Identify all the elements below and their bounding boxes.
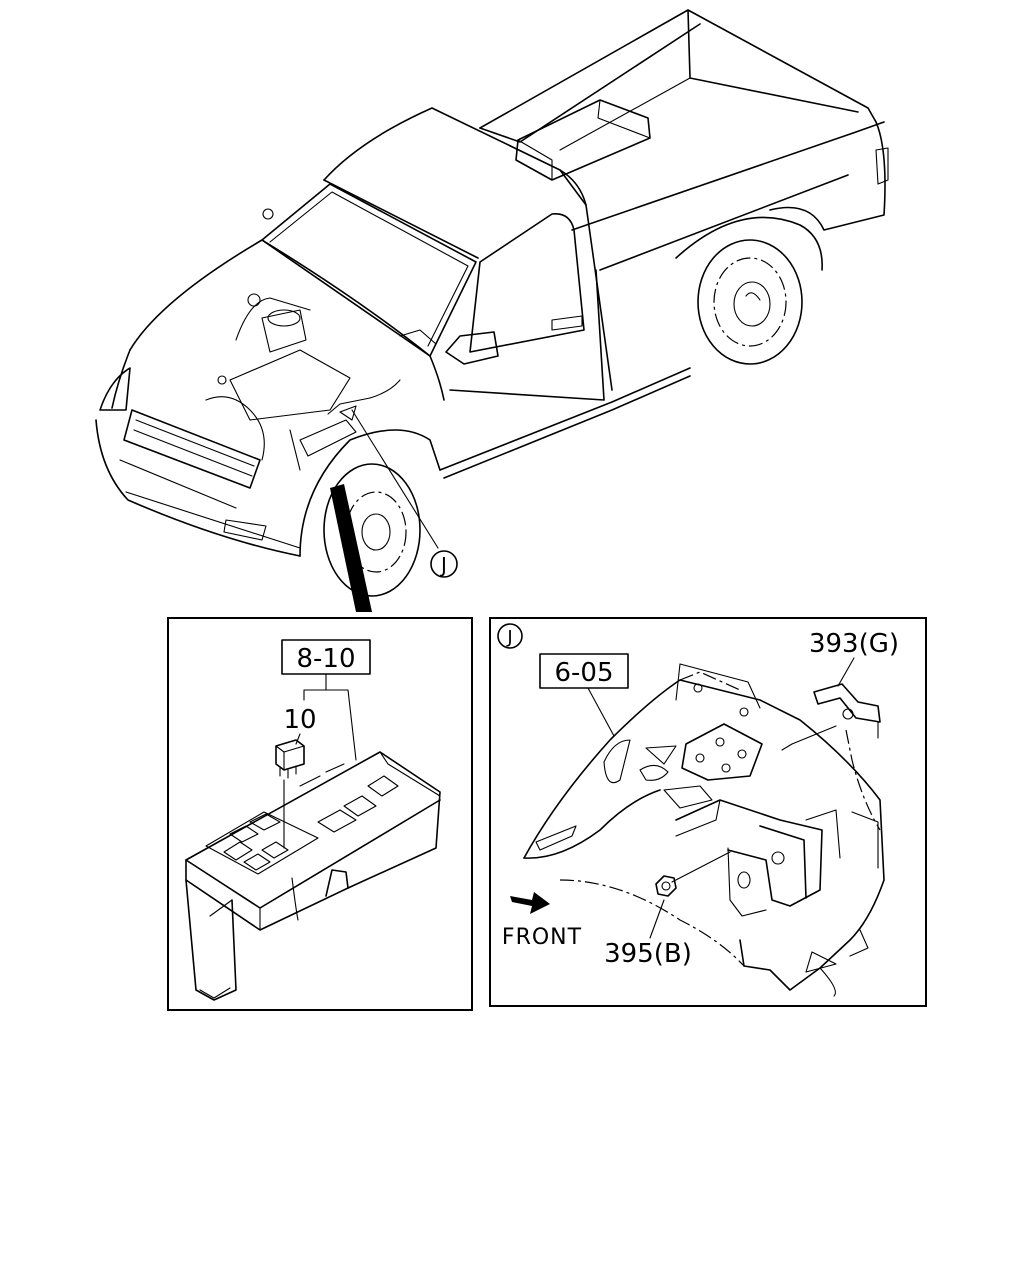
part-393g-label: 393(G)	[809, 629, 899, 659]
left-detail-panel: 8-10 10	[167, 617, 473, 1011]
truck-illustration	[95, 9, 889, 612]
bracket-part-393g	[813, 683, 881, 739]
right-detail-panel: J 6-05 393(G)	[489, 617, 927, 1007]
relay-box	[185, 751, 441, 1001]
relay-part	[275, 739, 305, 849]
part-number-10: 10	[283, 705, 316, 735]
callout-j-label: J	[439, 553, 447, 577]
front-direction-label: FRONT	[502, 925, 582, 950]
inner-fender-part	[523, 663, 885, 997]
callout-j: J	[430, 550, 458, 578]
part-395b-label: 395(B)	[604, 939, 692, 969]
ref-box-6-05	[539, 653, 629, 689]
ref-box-8-10-label: 8-10	[296, 644, 355, 674]
ref-box-6-05-label: 6-05	[554, 658, 613, 688]
front-direction-arrow	[510, 892, 550, 914]
corner-tag-j: J	[506, 627, 512, 648]
nut-part-395b	[655, 875, 677, 897]
